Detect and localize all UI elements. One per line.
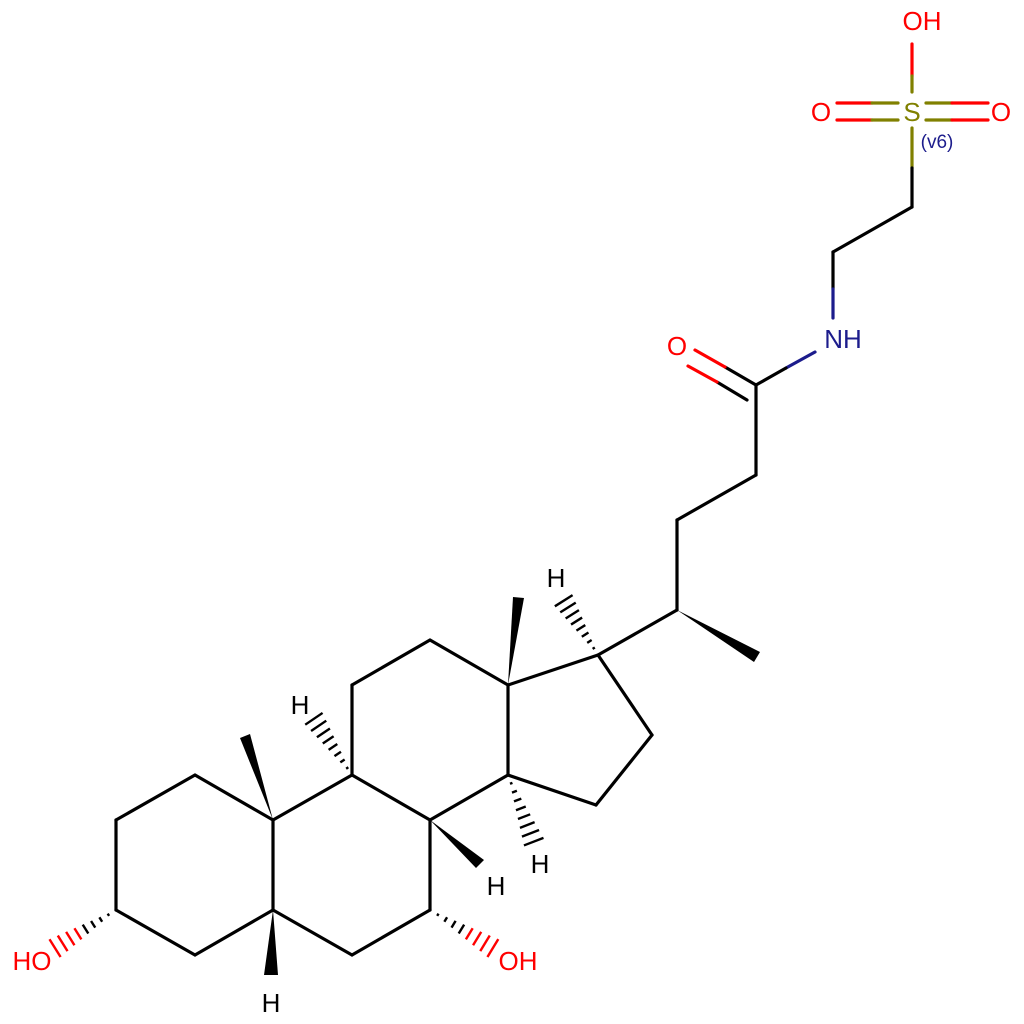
hash-c3-o-stroke — [81, 923, 90, 935]
bond-c15-c14 — [506, 773, 598, 807]
label-o-carbonyl: O — [667, 331, 687, 361]
hash-c14-h-stroke — [511, 789, 518, 794]
atom-labels-layer: OH O O S (v6) NH O H H H H H HO OH — [13, 6, 1012, 1018]
hash-c17-h-stroke — [581, 631, 590, 638]
hash-c3-o-stroke — [73, 927, 83, 940]
hash-c3-o-stroke — [65, 931, 76, 946]
hash-c17-h-stroke — [586, 639, 593, 644]
hash-c3-o-stroke — [56, 934, 69, 952]
label-ho-c3: HO — [13, 946, 52, 976]
bond-c13-c12 — [428, 638, 510, 687]
bond-c24-o-2b — [686, 364, 719, 384]
hash-c14-h-stroke — [515, 805, 527, 812]
hashed-bonds-layer — [48, 594, 596, 958]
hash-c17-h-stroke — [559, 601, 577, 614]
label-oh-c7: OH — [499, 946, 538, 976]
hash-c14-h-stroke — [521, 828, 540, 838]
bond-c4-c5 — [193, 908, 275, 957]
hash-c3-o-stroke — [90, 920, 97, 929]
hash-c7-o-stroke — [443, 916, 449, 923]
bond-c1-c2 — [114, 773, 197, 822]
bond-c10-c1 — [193, 773, 275, 822]
label-o-sulfonyl-right: O — [991, 97, 1011, 127]
label-nh: NH — [824, 324, 862, 354]
bonds-layer — [114, 42, 990, 957]
hash-c17-h-stroke — [570, 616, 583, 626]
bond-c23-c22 — [675, 473, 758, 522]
bond-n-c24 — [784, 350, 817, 370]
hash-c14-h-stroke — [509, 781, 513, 785]
label-sulfur: S — [903, 97, 920, 127]
wedge-c5-h — [264, 910, 278, 975]
hash-c3-o-stroke — [106, 913, 111, 917]
hash-c7-o-stroke — [436, 913, 440, 917]
label-h-c8: H — [487, 871, 506, 901]
hash-c9-h-stroke — [304, 711, 324, 726]
bond-c24-o-2 — [715, 380, 749, 402]
hash-c17-h-stroke — [554, 594, 574, 608]
bond-c6-c7 — [350, 908, 432, 957]
hash-c14-h-stroke — [523, 836, 544, 847]
bond-c17-c16 — [596, 653, 654, 737]
hash-c17-h-stroke — [591, 646, 596, 650]
hash-c14-h-stroke — [519, 821, 536, 829]
bond-c16-c15 — [594, 733, 654, 807]
bond-c3-c4 — [114, 908, 197, 957]
bond-c24-o-1 — [723, 365, 758, 387]
hash-c7-o-stroke — [472, 931, 483, 946]
hash-c7-o-stroke — [464, 927, 474, 941]
hash-c9-h-stroke — [322, 735, 335, 745]
bond-c8-c14 — [428, 773, 510, 822]
bond-c12-c11 — [350, 638, 432, 687]
bond-c9-c10 — [271, 773, 354, 822]
hash-c14-h-stroke — [513, 797, 522, 803]
label-sulfur-valence: (v6) — [921, 132, 954, 153]
hash-c9-h-stroke — [333, 750, 342, 758]
bond-c20-c17 — [596, 608, 679, 657]
hash-c17-h-stroke — [565, 609, 580, 620]
wedge-c8-h — [430, 820, 484, 868]
label-o-sulfonyl-left: O — [811, 97, 831, 127]
hash-c7-o-stroke — [486, 938, 500, 958]
hash-c9-h-stroke — [316, 727, 331, 739]
hash-c7-o-stroke — [479, 934, 491, 952]
bond-c13-c17 — [506, 653, 600, 687]
label-h-c5: H — [262, 988, 281, 1018]
label-h-c17: H — [547, 563, 566, 593]
bond-c5-c6 — [271, 908, 354, 957]
hash-c3-o-stroke — [98, 916, 104, 923]
label-h-c14: H — [531, 849, 550, 879]
label-oh-sulfonic: OH — [903, 6, 942, 36]
hash-c17-h-stroke — [575, 624, 586, 632]
hash-c9-h-stroke — [327, 742, 338, 751]
hash-c9-h-stroke — [339, 758, 346, 764]
hash-c7-o-stroke — [450, 920, 457, 929]
hash-c3-o-stroke — [48, 938, 62, 958]
wedge-c20-methyl — [677, 610, 760, 662]
hash-c9-h-stroke — [310, 719, 327, 732]
bond-ch2-ch2 — [831, 205, 914, 254]
label-h-c9: H — [291, 690, 310, 720]
wedge-bonds-layer — [240, 597, 760, 975]
hash-c9-h-stroke — [345, 766, 349, 770]
bond-c24-o-1b — [693, 348, 727, 369]
bond-c9-c8 — [350, 773, 432, 822]
wedge-c13-methyl — [508, 597, 524, 685]
hash-c7-o-stroke — [457, 923, 466, 935]
wedge-c10-methyl — [240, 734, 273, 820]
hash-c14-h-stroke — [517, 813, 531, 821]
bond-n-c24-b — [754, 366, 788, 387]
